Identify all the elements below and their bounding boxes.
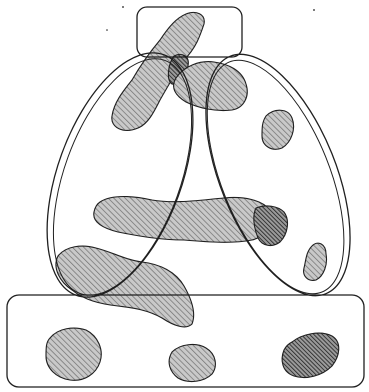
blob-center-dark [254, 206, 288, 246]
blob-right-small [262, 110, 294, 149]
blob-lower-left [56, 246, 194, 327]
blob-center-bar [94, 197, 272, 243]
stray-mark [313, 9, 315, 11]
blob-right-lower [304, 243, 327, 280]
blob-bottom-left [46, 328, 101, 380]
blob-bottom-middle [169, 345, 215, 382]
blob-bottom-right [282, 333, 339, 377]
stray-mark [122, 6, 124, 8]
stray-mark [106, 29, 108, 31]
blob-group [46, 12, 339, 381]
